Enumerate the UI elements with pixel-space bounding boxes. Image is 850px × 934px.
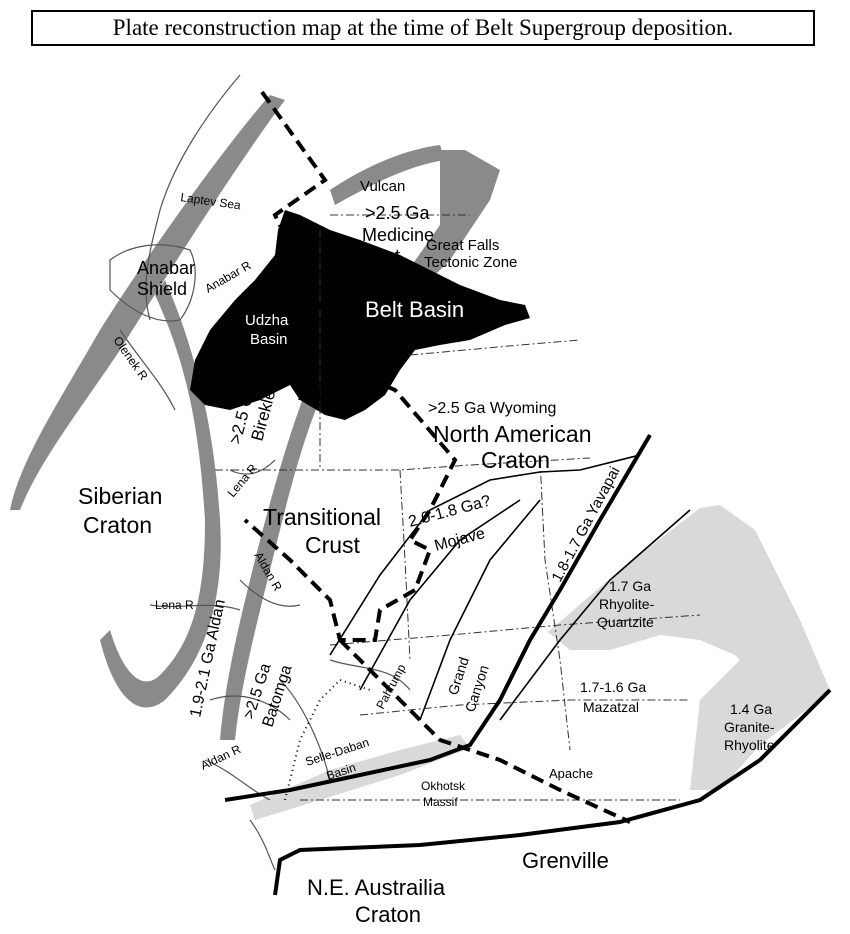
label-medicine-hat-age: >2.5 Ga [365,203,431,223]
label-belt-basin: Belt Basin [365,297,464,322]
label-mazatzal: Mazatzal [583,699,639,715]
label-aekil: Aekil [298,387,333,404]
label-na-craton-1: North American [433,421,592,447]
grey-belt-west [10,95,285,510]
linework [109,74,411,871]
label-apache: Apache [549,766,593,781]
label-anabar-shield-1: Anabar [137,258,195,278]
label-mazatzal-age: 1.7-1.6 Ga [580,679,646,695]
label-anabar-shield-2: Shield [137,279,187,299]
label-udzha-1: Udzha [245,312,289,329]
map-title: Plate reconstruction map at the time of … [31,10,815,46]
label-medicine-hat-1: Medicine [362,225,434,245]
label-great-falls-1: Great Falls [426,237,499,254]
label-rhyolite-age: 1.7 Ga [609,578,651,594]
label-granite-2: Rhyolite [724,737,775,753]
label-olenek-r: Olenek R [111,334,151,383]
label-siberian-2: Craton [83,512,152,538]
label-granite-age: 1.4 Ga [730,701,772,717]
label-transitional-1: Transitional [263,504,381,530]
label-rhyolite-1: Rhyolite- [599,596,655,612]
label-siberian-1: Siberian [78,483,162,509]
label-ne-aus-1: N.E. Austrailia [307,875,446,900]
dotted-line [284,678,371,801]
label-na-craton-2: Craton [481,447,550,473]
label-granite-1: Granite- [724,719,775,735]
label-rhyolite-2: Quartzite [597,614,654,630]
thick-faults [224,433,832,896]
transitional-crust-boundary [243,90,631,824]
grey-belt-vulcan [330,145,445,205]
label-okhotsk-2: Massif [423,795,458,809]
granite-rhyolite-region [690,660,830,790]
label-great-falls-2: Tectonic Zone [424,254,517,271]
label-yavapai: 1.8-1.7 Ga Yavapai [549,464,624,585]
label-medicine-hat-2: Hat [372,246,400,266]
dash-dot-boundaries [215,214,701,801]
label-vulcan: Vulcan [360,178,405,195]
label-mojave: Mojave [433,525,487,555]
label-udzha-2: Basin [250,331,288,348]
label-ne-aus-2: Craton [355,902,421,927]
rhyolite-quartzite-region [548,505,830,700]
label-lena-r-1: Lena R [225,461,261,500]
label-wyoming: >2.5 Ga Wyoming [428,400,556,417]
belt-basin-shape [190,210,530,420]
thin-faults [329,454,691,721]
selle-daban-strip [250,735,470,820]
label-grenville: Grenville [522,848,609,873]
grey-belt-batomga [220,380,322,740]
label-transitional-2: Crust [305,532,361,558]
label-okhotsk-1: Okhotsk [421,779,466,793]
label-lena-r-2: Lena R [155,598,194,612]
